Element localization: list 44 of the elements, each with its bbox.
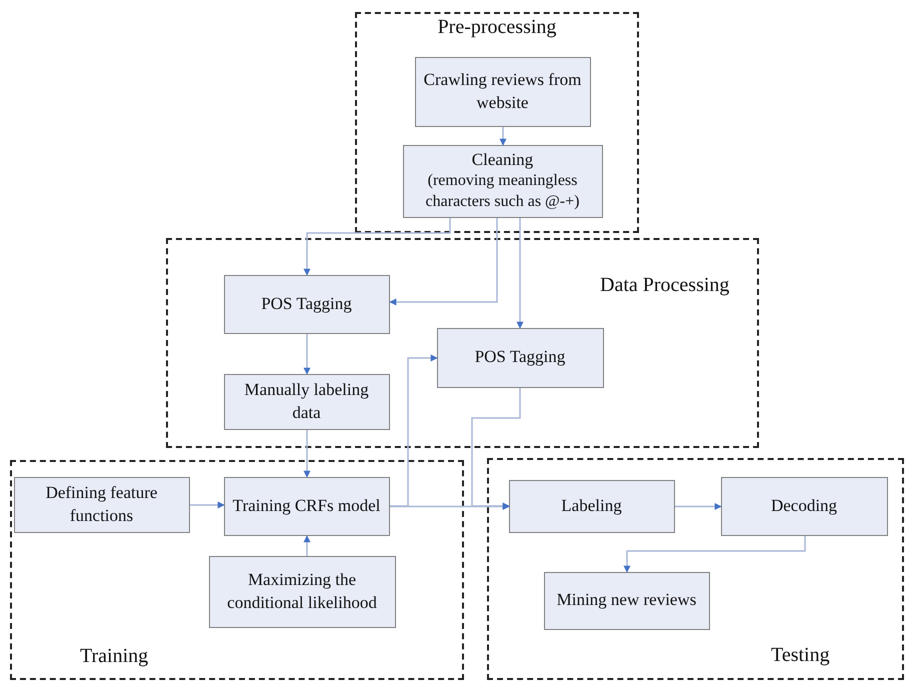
arrow — [390, 354, 438, 507]
box-label: Maximizing the conditional likelihood — [226, 569, 378, 614]
process-box — [224, 274, 390, 334]
process-box — [402, 144, 602, 218]
process-box — [414, 56, 590, 126]
arrow — [500, 127, 506, 146]
box-label: Labeling — [561, 494, 622, 517]
arrow — [624, 536, 806, 573]
dashed-group-frame — [166, 238, 759, 448]
box-label: Cleaning — [472, 149, 534, 172]
box-label: Decoding — [770, 494, 838, 517]
arrow — [190, 502, 225, 508]
arrow — [304, 218, 451, 276]
group-title: Testing — [771, 644, 830, 667]
group-title: Pre-processing — [436, 16, 558, 39]
dashed-group-frame — [10, 460, 464, 680]
process-box — [224, 476, 390, 536]
process-box — [224, 374, 390, 430]
box-label: POS Tagging — [261, 292, 352, 315]
box-label: Defining feature functions — [44, 482, 158, 526]
arrow — [516, 218, 524, 329]
process-box — [208, 556, 396, 628]
group-title: Data Processing — [600, 274, 730, 297]
process-box — [508, 480, 674, 532]
arrow — [390, 503, 510, 510]
dashed-group-frame — [487, 458, 904, 680]
process-box — [14, 476, 190, 532]
box-label: Manually labeling data — [243, 379, 370, 424]
arrow — [675, 503, 722, 510]
arrow — [304, 535, 310, 556]
box-label: Crawling reviews from website — [422, 69, 582, 114]
process-box — [436, 328, 604, 388]
arrow — [471, 388, 521, 510]
arrow — [389, 218, 498, 306]
process-box — [544, 572, 710, 630]
arrow — [304, 430, 310, 478]
box-label: POS Tagging — [474, 346, 566, 368]
arrow — [304, 334, 310, 375]
box-label: Training CRFs model — [232, 494, 380, 517]
process-box — [720, 476, 888, 536]
box-note: (removing meaningless characters such as @-+) — [424, 171, 580, 212]
box-label: Mining new reviews — [556, 589, 696, 612]
group-title: Training — [80, 645, 148, 668]
dashed-group-frame — [355, 12, 639, 233]
